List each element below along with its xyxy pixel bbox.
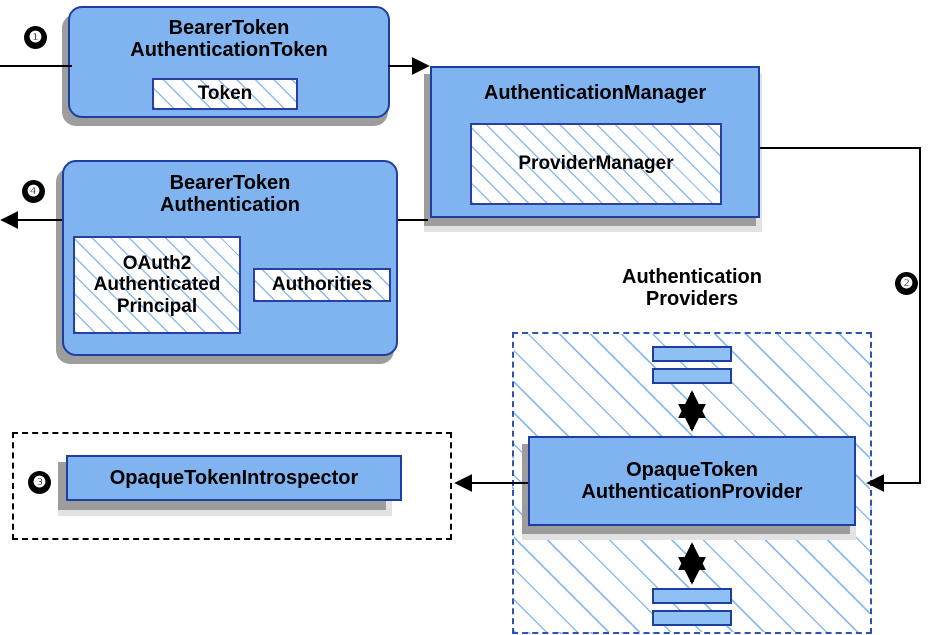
node-opaque-token-authentication-provider[interactable]: OpaqueToken AuthenticationProvider <box>528 436 856 526</box>
inner-token: Token <box>152 78 298 110</box>
badge-step-4: ❹ <box>22 180 45 203</box>
badge-step-2: ❷ <box>895 272 918 295</box>
node-title: BearerToken AuthenticationToken <box>130 17 328 62</box>
inner-authorities: Authorities <box>253 268 391 302</box>
inner-oauth2-authenticated-principal: OAuth2 Authenticated Principal <box>73 236 241 334</box>
inner-provider-manager: ProviderManager <box>470 123 722 205</box>
node-title: OpaqueToken AuthenticationProvider <box>581 458 803 503</box>
provider-stack-bar-bottom-2 <box>652 610 732 626</box>
badge-step-3: ❸ <box>28 471 51 494</box>
node-title: OpaqueTokenIntrospector <box>109 466 359 489</box>
introspector-group <box>12 432 452 540</box>
provider-stack-bar-top-2 <box>652 368 732 384</box>
node-title: AuthenticationManager <box>483 82 707 104</box>
badge-step-1: ❶ <box>24 26 47 49</box>
node-title: BearerToken Authentication <box>160 172 300 217</box>
node-opaque-token-introspector[interactable]: OpaqueTokenIntrospector <box>66 455 402 501</box>
authentication-providers-label: Authentication Providers <box>622 266 762 311</box>
provider-stack-bar-bottom-1 <box>652 588 732 604</box>
provider-stack-bar-top-1 <box>652 346 732 362</box>
